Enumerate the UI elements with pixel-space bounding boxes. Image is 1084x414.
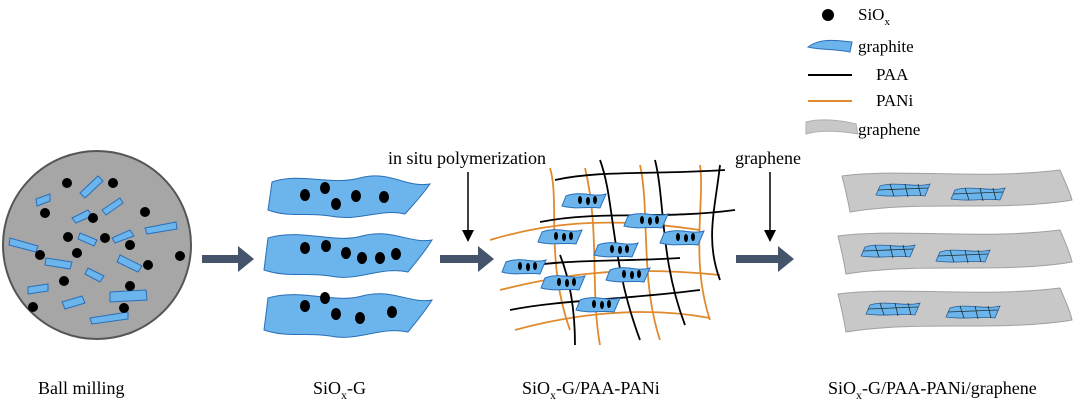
- sio-g-stack: [263, 175, 434, 338]
- graphite-sheet: [263, 233, 434, 278]
- step-label-ball-milling: Ball milling: [38, 378, 125, 398]
- polymer-network: [489, 159, 736, 346]
- pani-chains: [489, 164, 721, 346]
- legend: SiOx graphite PAA PANi graphene: [805, 5, 920, 139]
- sio-particles: [28, 178, 185, 313]
- graphene-sheet: [837, 287, 1073, 333]
- graphene-sheet: [837, 229, 1073, 275]
- process-arrow-2: [440, 246, 494, 272]
- legend-graphene-label: graphene: [858, 120, 920, 139]
- ball-milling-jar: [2, 150, 192, 340]
- graphite-sheet: [267, 175, 432, 218]
- graphite-legend-icon: [806, 39, 853, 53]
- graphite-sheet: [263, 292, 434, 338]
- legend-paa-label: PAA: [876, 65, 909, 84]
- sio-particle-legend-icon: [822, 9, 834, 21]
- legend-sio-label: SiOx: [858, 5, 890, 28]
- graphite-flakes: [8, 175, 178, 325]
- legend-pani-label: PANi: [876, 91, 913, 110]
- step-label-sio-g-paa-pani: SiOx-G/PAA-PANi: [522, 378, 660, 402]
- graphite-cells: [501, 193, 705, 313]
- graphene-annotation: graphene: [735, 148, 801, 168]
- graphene-legend-icon: [805, 119, 859, 135]
- legend-graphite-label: graphite: [858, 37, 914, 56]
- graphene-stack: [837, 169, 1073, 333]
- step-label-sio-g-paa-pani-graphene: SiOx-G/PAA-PANi/graphene: [828, 378, 1037, 402]
- process-arrow-3: [736, 246, 794, 272]
- step-label-sio-g: SiOx-G: [313, 378, 366, 402]
- graphene-sheet: [841, 169, 1073, 213]
- polymerization-annotation: in situ polymerization: [388, 148, 546, 168]
- process-arrow-1: [202, 246, 254, 272]
